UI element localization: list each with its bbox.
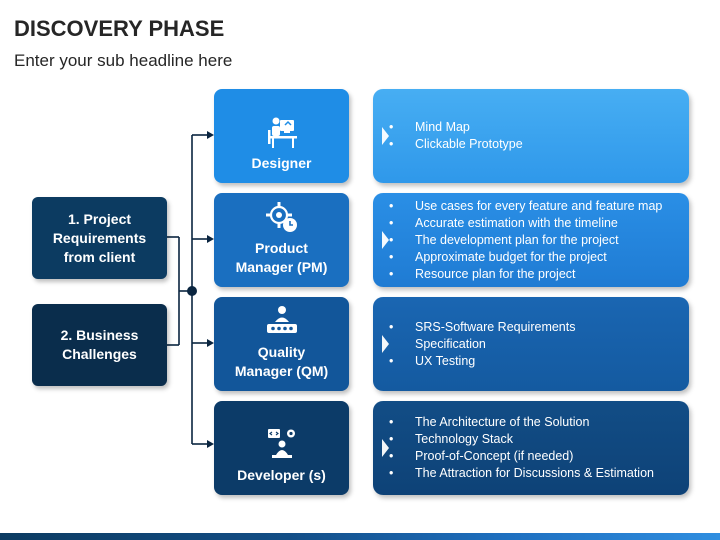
detail-product-manager: Use cases for every feature and feature … bbox=[373, 193, 689, 287]
arrow-head bbox=[207, 440, 214, 448]
detail-item: Technology Stack bbox=[389, 431, 654, 448]
input-label: 2. Business Challenges bbox=[60, 327, 139, 362]
quality-rating-icon bbox=[266, 306, 297, 333]
detail-item: The Architecture of the Solution bbox=[389, 414, 654, 431]
arrow-head bbox=[207, 131, 214, 139]
detail-item: The development plan for the project bbox=[389, 232, 662, 249]
detail-item: The Attraction for Discussions & Estimat… bbox=[389, 465, 654, 482]
detail-item: SRS-Software Requirements Specification bbox=[389, 319, 613, 353]
role-label: Developer (s) bbox=[237, 467, 326, 483]
role-quality-manager: Quality Manager (QM) bbox=[214, 297, 349, 391]
bottom-accent-bar bbox=[0, 533, 720, 540]
detail-item: Approximate budget for the project bbox=[389, 249, 662, 266]
detail-item: Use cases for every feature and feature … bbox=[389, 198, 662, 215]
gear-clock-icon bbox=[265, 202, 297, 232]
detail-item: Accurate estimation with the timeline bbox=[389, 215, 662, 232]
detail-item: Mind Map bbox=[389, 119, 523, 136]
detail-developer: The Architecture of the Solution Technol… bbox=[373, 401, 689, 495]
input-project-requirements: 1. Project Requirements from client bbox=[32, 197, 167, 279]
detail-item: UX Testing bbox=[389, 353, 613, 370]
designer-desk-icon bbox=[267, 117, 297, 148]
detail-quality-manager: SRS-Software Requirements Specification … bbox=[373, 297, 689, 391]
developer-code-icon bbox=[267, 429, 295, 458]
role-designer: Designer bbox=[214, 89, 349, 183]
detail-item: Clickable Prototype bbox=[389, 136, 523, 153]
arrow-head bbox=[207, 339, 214, 347]
input-business-challenges: 2. Business Challenges bbox=[32, 304, 167, 386]
input-label: 1. Project Requirements from client bbox=[52, 210, 147, 265]
arrow-head bbox=[207, 235, 214, 243]
page-subtitle: Enter your sub headline here bbox=[14, 51, 233, 70]
chevron-right-icon bbox=[382, 231, 389, 249]
junction-dot bbox=[187, 286, 197, 296]
role-product-manager: Product Manager (PM) bbox=[214, 193, 349, 287]
detail-item: Resource plan for the project bbox=[389, 266, 662, 283]
role-label: Product Manager (PM) bbox=[235, 240, 328, 275]
page-title: DISCOVERY PHASE bbox=[14, 16, 225, 41]
role-label: Quality Manager (QM) bbox=[234, 344, 329, 379]
chevron-right-icon bbox=[382, 439, 389, 457]
role-label: Designer bbox=[251, 155, 312, 171]
chevron-right-icon bbox=[382, 127, 389, 145]
chevron-right-icon bbox=[382, 335, 389, 353]
detail-designer: Mind Map Clickable Prototype bbox=[373, 89, 689, 183]
detail-item: Proof-of-Concept (if needed) bbox=[389, 448, 654, 465]
role-developer: Developer (s) bbox=[214, 401, 349, 495]
